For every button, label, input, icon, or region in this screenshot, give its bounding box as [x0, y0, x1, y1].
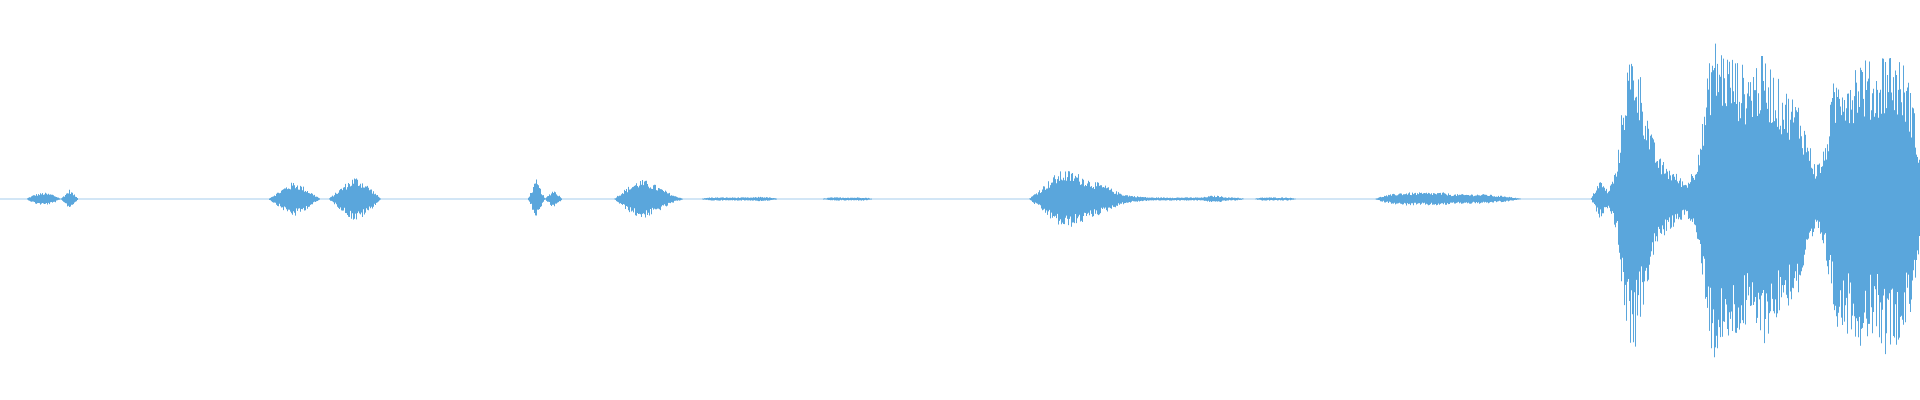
waveform-bars — [27, 43, 1920, 358]
waveform-samples — [27, 43, 1920, 358]
